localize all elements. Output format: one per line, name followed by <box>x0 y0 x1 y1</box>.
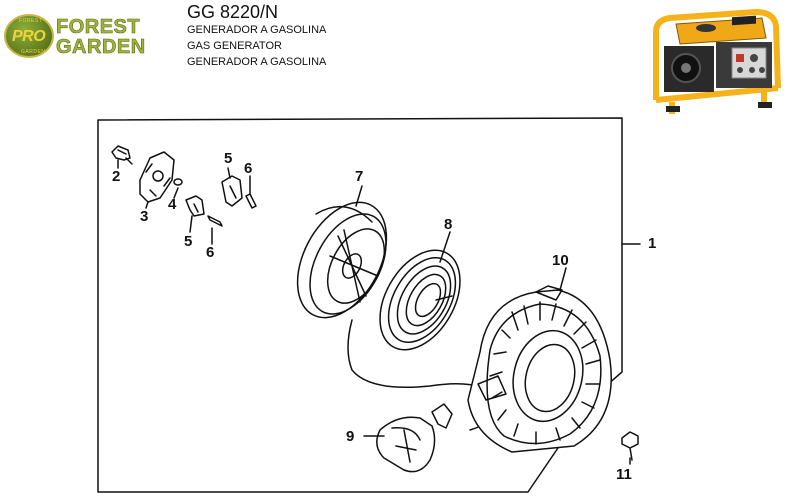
callout-1: 1 <box>648 235 657 252</box>
part-2-bolt <box>111 145 133 165</box>
badge-ring-top: FOREST <box>19 18 43 24</box>
part-6-spring-upper <box>245 193 257 209</box>
part-10-recoil-housing <box>467 285 612 453</box>
leader-5b <box>189 215 193 233</box>
part-9-handle <box>376 416 436 473</box>
badge-ring-bottom: GARDEN <box>21 49 46 55</box>
part-11-bolt <box>621 431 639 461</box>
callout-6-upper: 6 <box>244 160 253 177</box>
callout-9: 9 <box>346 428 355 445</box>
subtitle-line-1: GENERADOR A GASOLINA <box>187 24 327 36</box>
part-6-spring-lower <box>207 215 223 227</box>
callout-7: 7 <box>355 168 364 185</box>
callout-11: 11 <box>616 466 632 483</box>
leader-8 <box>439 231 451 263</box>
model-number: GG 8220/N <box>187 2 279 22</box>
leader-10 <box>559 267 567 291</box>
pro-badge-icon: FOREST PRO GARDEN <box>4 14 54 58</box>
gas-generator-photo-icon <box>653 9 781 114</box>
callout-4: 4 <box>168 196 177 213</box>
callout-6-lower: 6 <box>206 244 215 261</box>
callout-3: 3 <box>140 208 149 225</box>
leader-4 <box>173 187 179 199</box>
part-4-ring <box>173 178 183 186</box>
subtitle-line-3: GENERADOR A GASOLINA <box>187 56 327 68</box>
callout-8: 8 <box>444 216 453 233</box>
brand-logo: FOREST PRO GARDEN FOREST GARDEN <box>4 14 172 62</box>
callout-10: 10 <box>552 252 569 269</box>
part-5-pawl-lower <box>185 195 205 217</box>
badge-text: PRO <box>12 28 46 45</box>
rope-knot <box>431 403 453 429</box>
subtitle-line-2: GAS GENERATOR <box>187 40 282 52</box>
leader-5a <box>227 167 231 179</box>
part-3-ratchet <box>139 151 175 203</box>
part-5-pawl-upper <box>221 175 243 207</box>
part-7-pulley <box>296 201 388 319</box>
leader-3 <box>145 201 149 209</box>
callout-5-lower: 5 <box>184 233 193 250</box>
brand-line-2: GARDEN <box>56 36 146 59</box>
callout-5-upper: 5 <box>224 150 233 167</box>
brand-line-1: FOREST <box>56 16 141 39</box>
callout-2: 2 <box>112 168 121 185</box>
leader-7 <box>355 185 363 207</box>
part-8-spiral-spring <box>379 249 461 351</box>
